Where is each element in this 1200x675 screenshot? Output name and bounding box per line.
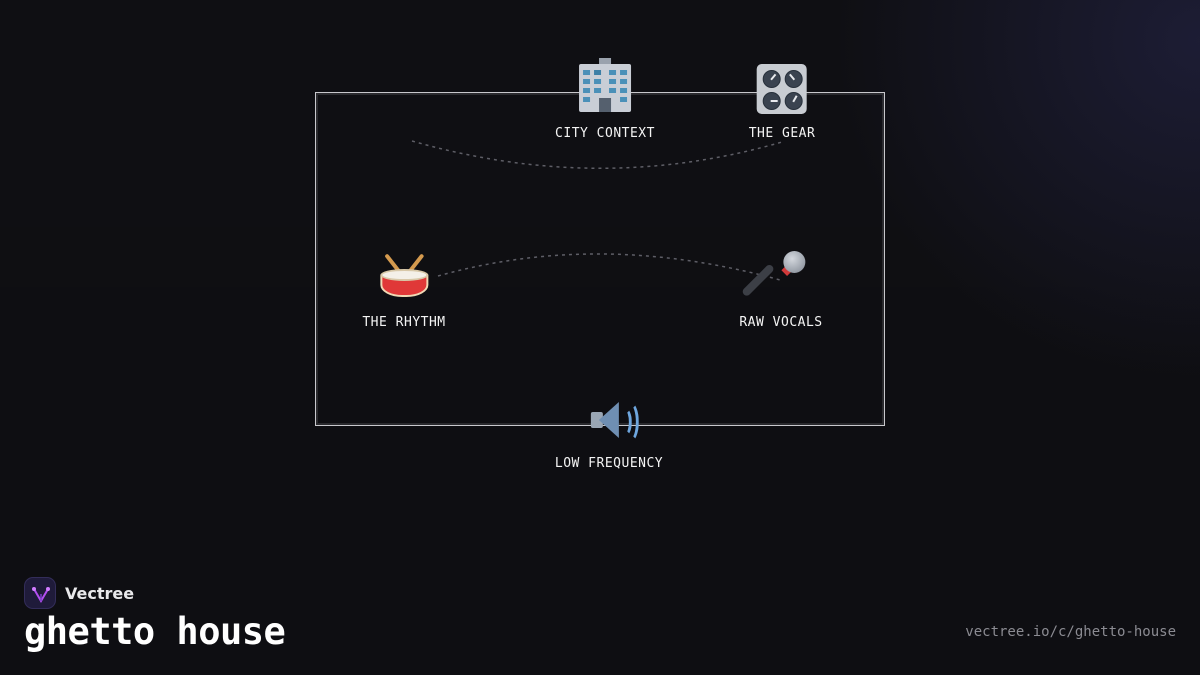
brand[interactable]: Vectree bbox=[24, 577, 134, 609]
vectree-logo-icon bbox=[24, 577, 56, 609]
microphone-icon bbox=[740, 249, 811, 307]
node-the-rhythm[interactable]: THE RHYTHM bbox=[362, 249, 445, 330]
node-label: RAW VOCALS bbox=[739, 315, 823, 330]
page-title: ghetto house bbox=[24, 610, 286, 653]
node-raw-vocals[interactable]: RAW VOCALS bbox=[739, 249, 822, 330]
node-label: THE GEAR bbox=[748, 126, 816, 141]
brand-name: Vectree bbox=[65, 583, 135, 603]
drum-icon bbox=[374, 249, 434, 307]
control-knobs-icon bbox=[752, 60, 812, 118]
page-url[interactable]: vectree.io/c/ghetto-house bbox=[965, 624, 1176, 640]
node-low-frequency[interactable]: LOW FREQUENCY bbox=[555, 390, 663, 471]
node-the-gear[interactable]: THE GEAR bbox=[749, 60, 816, 141]
office-building-icon bbox=[575, 58, 635, 118]
node-label: LOW FREQUENCY bbox=[554, 456, 664, 471]
node-city-context[interactable]: CITY CONTEXT bbox=[555, 58, 655, 141]
speaker-icon bbox=[579, 390, 639, 448]
node-label: CITY CONTEXT bbox=[555, 126, 655, 141]
node-label: THE RHYTHM bbox=[362, 315, 446, 330]
